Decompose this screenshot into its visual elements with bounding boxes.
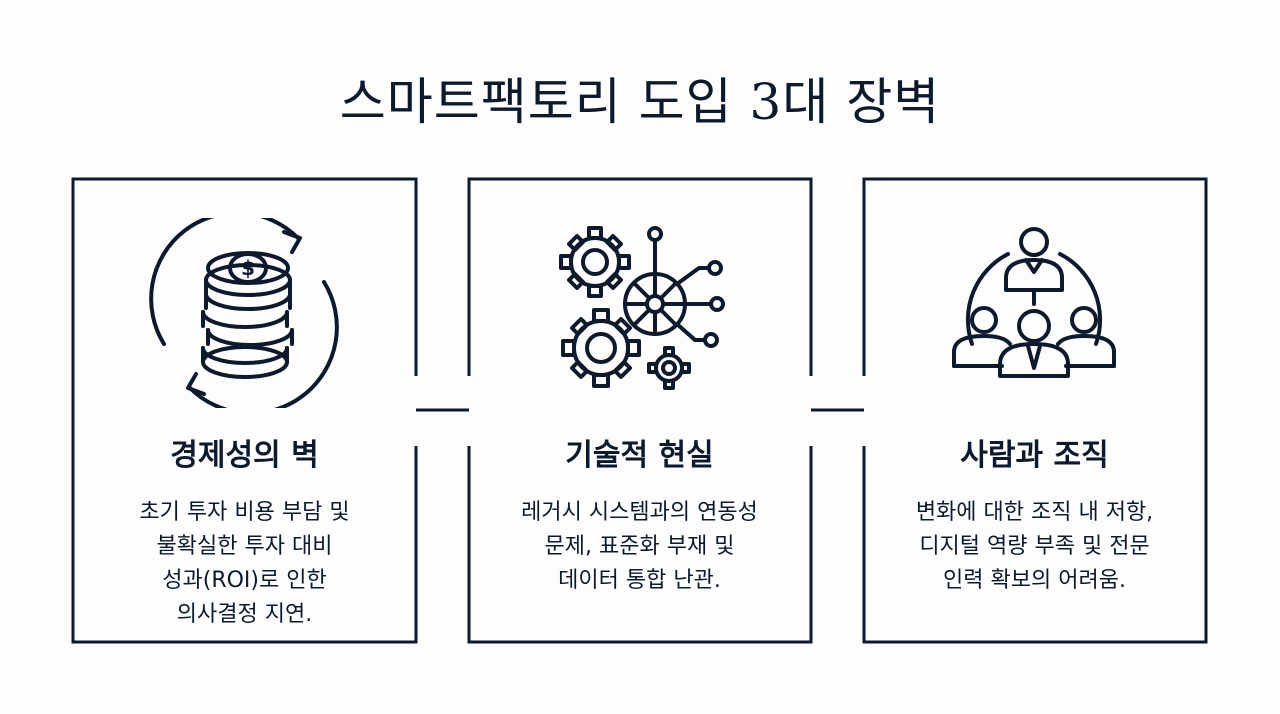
- card-description: 초기 투자 비용 부담 및 불확실한 투자 대비 성과(ROI)로 인한 의사결…: [139, 500, 350, 627]
- people-organization-icon: [952, 227, 1116, 378]
- card-title: 사람과 조직: [960, 438, 1109, 473]
- card-title: 기술적 현실: [565, 438, 714, 473]
- svg-text:$: $: [241, 256, 255, 280]
- card-economic-barrier: $ 경제성의 벽 초기 투자 비용 부담 및 불확실한 투자 대비 성과(ROI…: [72, 178, 417, 643]
- gears-network-icon: [559, 226, 725, 390]
- page-title: 스마트팩토리 도입 3대 장벽: [339, 73, 941, 131]
- card-people-organization: 사람과 조직 변화에 대한 조직 내 저항, 디지털 역량 부족 및 전문 인력…: [862, 178, 1207, 643]
- coins-cycle-icon: $: [149, 218, 339, 408]
- card-description: 변화에 대한 조직 내 저항, 디지털 역량 부족 및 전문 인력 확보의 어려…: [915, 500, 1154, 593]
- card-technical-reality: 기술적 현실 레거시 시스템과의 연동성 문제, 표준화 부재 및 데이터 통합…: [467, 178, 812, 643]
- card-description: 레거시 시스템과의 연동성 문제, 표준화 부재 및 데이터 통합 난관.: [521, 500, 758, 593]
- card-title: 경제성의 벽: [170, 438, 319, 473]
